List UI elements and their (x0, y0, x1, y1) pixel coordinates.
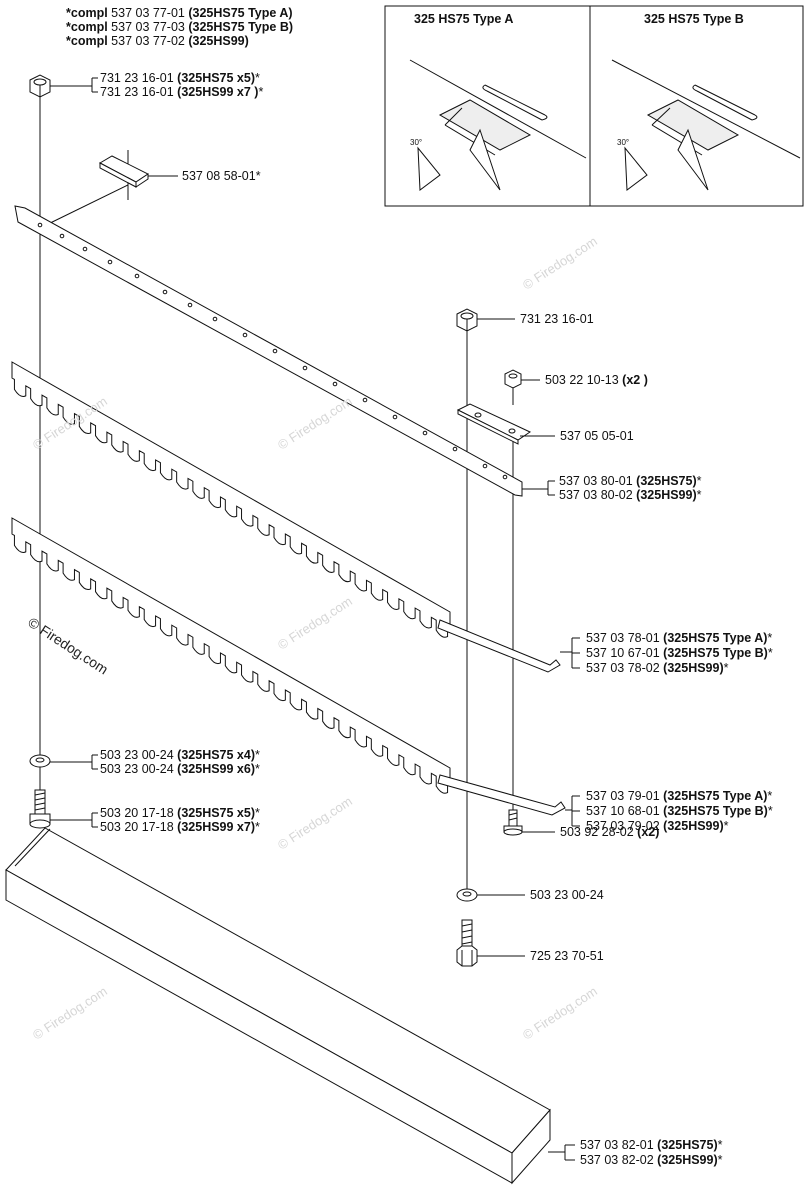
label-washer-right: 503 23 00-24 (530, 888, 604, 902)
inset-label-type-b: 325 HS75 Type B (644, 12, 744, 26)
clamp-plate (456, 403, 532, 445)
small-plate (98, 155, 149, 188)
guard-drawing (5, 827, 551, 1185)
header-line-2: *compl 537 03 77-03 (325HS75 Type B) (66, 20, 294, 34)
inset-panel-a-drawing (409, 59, 587, 191)
label-lower-blade-1: 537 03 79-01 (325HS75 Type A)* (586, 789, 773, 803)
label-guide-bar-1: 537 03 80-01 (325HS75)* (559, 474, 702, 488)
label-upper-blade-2: 537 10 67-01 (325HS75 Type B)* (586, 646, 773, 660)
screw-left-drawing (29, 789, 51, 829)
nut-right-drawing (456, 308, 478, 332)
lower-blade (11, 517, 566, 816)
label-screw-small: 503 92 28-02 (x2) (560, 825, 660, 839)
nut-left-drawing (29, 74, 51, 98)
label-guard-2: 537 03 82-02 (325HS99)* (580, 1153, 723, 1167)
inset-angle-b: 30° (617, 138, 630, 147)
label-nut-right: 731 23 16-01 (520, 312, 594, 326)
label-washer-left-1: 503 23 00-24 (325HS75 x4)* (100, 748, 260, 762)
label-lower-blade-2: 537 10 68-01 (325HS75 Type B)* (586, 804, 773, 818)
inset-angle-a: 30° (410, 138, 423, 147)
label-nut-left-2: 731 23 16-01 (325HS99 x7 )* (100, 85, 264, 99)
label-clamp-plate: 537 05 05-01 (560, 429, 634, 443)
screw-small-drawing (503, 809, 523, 836)
label-washer-left-2: 503 23 00-24 (325HS99 x6)* (100, 762, 260, 776)
label-nut-small: 503 22 10-13 (x2 ) (545, 373, 648, 387)
header-line-3: *compl 537 03 77-02 (325HS99) (66, 34, 249, 48)
washer-left-drawing (29, 754, 51, 768)
nut-small-drawing (504, 369, 522, 389)
leader-lines (50, 77, 580, 1161)
label-plate-small: 537 08 58-01* (182, 169, 261, 183)
washer-right-drawing (456, 888, 478, 902)
upper-blade (11, 361, 561, 673)
inset-box (384, 5, 804, 207)
label-upper-blade-1: 537 03 78-01 (325HS75 Type A)* (586, 631, 773, 645)
label-upper-blade-3: 537 03 78-02 (325HS99)* (586, 661, 729, 675)
header-line-1: *compl 537 03 77-01 (325HS75 Type A) (66, 6, 293, 20)
label-lower-blade-3: 537 03 79-02 (325HS99)* (586, 819, 729, 833)
guide-bar (14, 205, 523, 497)
label-screw-left-1: 503 20 17-18 (325HS75 x5)* (100, 806, 260, 820)
label-screw-left-2: 503 20 17-18 (325HS99 x7)* (100, 820, 260, 834)
inset-panel-b-drawing (611, 59, 801, 191)
label-guide-bar-2: 537 03 80-02 (325HS99)* (559, 488, 702, 502)
label-nut-left-1: 731 23 16-01 (325HS75 x5)* (100, 71, 260, 85)
bolt-right-drawing (456, 919, 478, 967)
inset-label-type-a: 325 HS75 Type A (414, 12, 514, 26)
label-guard-1: 537 03 82-01 (325HS75)* (580, 1138, 723, 1152)
label-bolt-right: 725 23 70-51 (530, 949, 604, 963)
